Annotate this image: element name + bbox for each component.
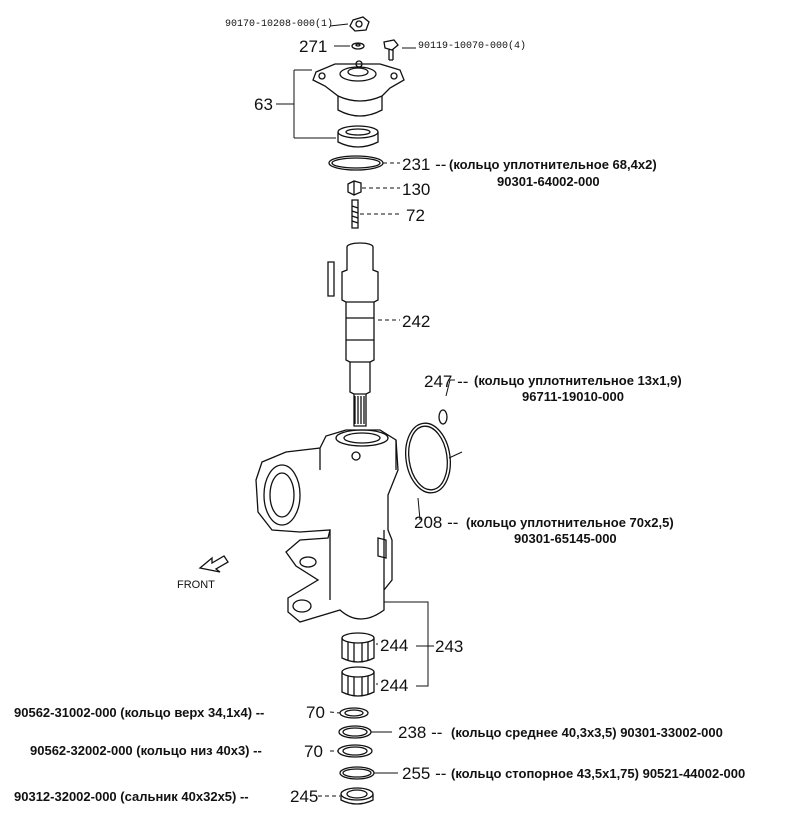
screw-72-part bbox=[351, 199, 359, 229]
note-70-top: 90562-31002-000 (кольцо верх 34,1x4) -- bbox=[14, 705, 265, 720]
label-238: 238 -- bbox=[398, 723, 443, 742]
label-70-top: 70 bbox=[306, 703, 325, 722]
bolt-part-number-label: 90119-10070-000(4) bbox=[418, 41, 527, 52]
note-70-bottom: 90562-32002-000 (кольцо низ 40x3) -- bbox=[30, 743, 262, 758]
shaft-242-part bbox=[327, 242, 379, 427]
leader-lines bbox=[276, 23, 463, 797]
nut-130-part bbox=[347, 180, 362, 196]
label-242: 242 bbox=[402, 312, 431, 331]
label-244-lower: 244 bbox=[380, 676, 409, 695]
part-number-231: 90301-64002-000 bbox=[497, 174, 600, 189]
cover-63-part bbox=[312, 60, 405, 117]
label-244-upper: 244 bbox=[380, 636, 409, 655]
note-231: (кольцо уплотнительное 68,4x2) bbox=[449, 157, 657, 172]
part-number-208: 90301-65145-000 bbox=[514, 531, 617, 546]
label-247: 247 -- bbox=[424, 372, 469, 391]
gear-housing-243-part bbox=[255, 429, 399, 623]
note-208: (кольцо уплотнительное 70x2,5) bbox=[466, 515, 674, 530]
oring-231-part bbox=[328, 155, 384, 171]
label-72: 72 bbox=[406, 206, 425, 225]
nut-part bbox=[349, 16, 370, 32]
bearing-244-upper-part bbox=[341, 632, 375, 663]
label-70-bottom: 70 bbox=[304, 742, 323, 761]
oil-seal-245-part bbox=[340, 787, 374, 805]
label-231: 231 -- bbox=[402, 155, 447, 174]
part-number-247: 96711-19010-000 bbox=[522, 389, 624, 404]
ring-70-top-part bbox=[339, 707, 369, 719]
washer-271-part bbox=[351, 42, 365, 50]
label-243: 243 bbox=[435, 637, 464, 656]
front-label: FRONT bbox=[177, 579, 215, 591]
note-245: 90312-32002-000 (сальник 40x32x5) -- bbox=[14, 789, 249, 804]
front-arrow-icon bbox=[198, 555, 229, 573]
label-271: 271 bbox=[299, 37, 328, 56]
label-245: 245 bbox=[290, 787, 319, 806]
bearing-part bbox=[337, 125, 379, 148]
ring-238-part bbox=[338, 725, 372, 739]
snap-ring-255-part bbox=[339, 766, 375, 780]
note-255: (кольцо стопорное 43,5x1,75) 90521-44002… bbox=[451, 766, 746, 781]
label-255: 255 -- bbox=[402, 764, 447, 783]
note-238: (кольцо среднее 40,3x3,5) 90301-33002-00… bbox=[451, 725, 723, 740]
note-247: (кольцо уплотнительное 13x1,9) bbox=[474, 373, 682, 388]
oring-208-part bbox=[405, 422, 451, 494]
label-130: 130 bbox=[402, 180, 431, 199]
bearing-244-lower-part bbox=[341, 666, 375, 697]
label-63: 63 bbox=[254, 95, 273, 114]
label-208: 208 -- bbox=[414, 513, 459, 532]
oring-247-part bbox=[438, 409, 448, 425]
ring-70-bottom-part bbox=[337, 744, 373, 758]
nut-part-number-label: 90170-10208-000(1) bbox=[225, 19, 334, 30]
bolt-part bbox=[383, 39, 399, 61]
